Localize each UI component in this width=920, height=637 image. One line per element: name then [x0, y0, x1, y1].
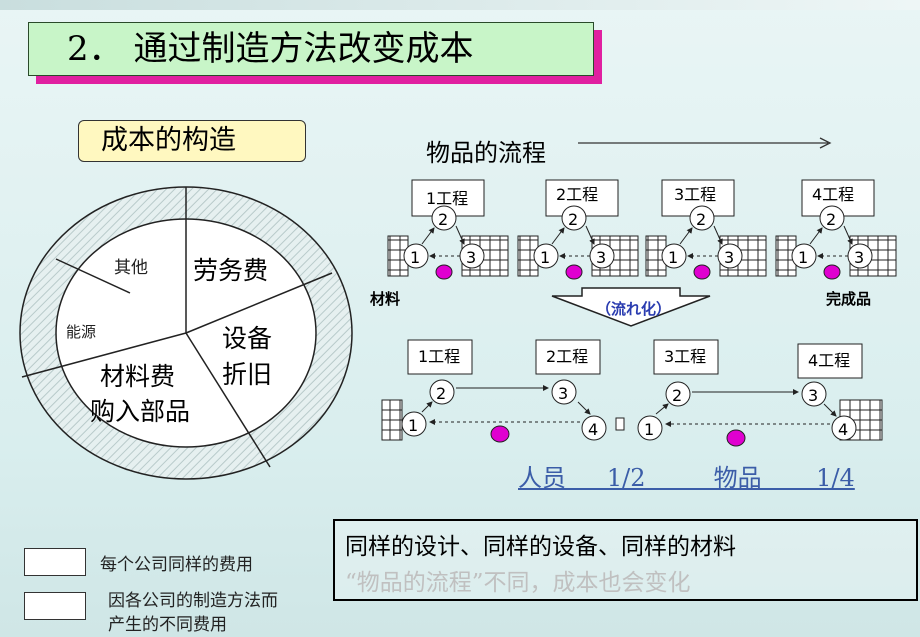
cell-group-1: 1工程 2 1 3 — [387, 179, 509, 280]
cell-group-3: 3工程 2 1 3 — [645, 179, 767, 280]
ratio-text: 人员 1/2 物品 1/4 — [518, 464, 855, 492]
flow-process-label-2: 2工程 — [546, 347, 588, 366]
top-bar — [0, 0, 920, 10]
segment-other: 其他 — [114, 258, 148, 278]
segment-equipment-line2: 折旧 — [222, 360, 272, 389]
transition-label: （流れ化） — [596, 300, 671, 318]
svg-text:3: 3 — [808, 386, 818, 405]
legend-swatch-same — [24, 548, 86, 576]
flow-label: 物品的流程 — [426, 139, 546, 167]
svg-text:1: 1 — [644, 420, 654, 439]
flow-worker-1 — [490, 425, 510, 443]
divider-right — [185, 272, 333, 334]
flow-process-label-1: 1工程 — [418, 347, 460, 366]
process-flow-diagram: 1工程 2 1 3 2工程 2 1 3 3工程 2 — [370, 179, 897, 447]
finished-label: 完成品 — [826, 290, 871, 308]
divider-upper-left — [55, 258, 131, 294]
legend-swatch-different — [24, 592, 86, 620]
svg-text:1: 1 — [540, 248, 550, 267]
svg-text:3: 3 — [596, 248, 606, 267]
continuous-flow: 1工程 2工程 3工程 4工程 2 3 2 3 1 4 1 4 — [381, 339, 883, 447]
svg-text:1: 1 — [410, 248, 420, 267]
note-line-2: “物品的流程”不同，成本也会变化 — [345, 570, 691, 596]
legend-text-different-line2: 产生的不同费用 — [108, 615, 227, 635]
segment-labor: 劳务费 — [193, 256, 268, 285]
flow-worker-2 — [726, 429, 746, 447]
process-label-1: 1工程 — [426, 189, 468, 208]
process-label-2: 2工程 — [556, 185, 598, 204]
segment-equipment-line1: 设备 — [222, 324, 272, 353]
cost-structure-label: 成本的构造 — [78, 120, 306, 162]
svg-text:1: 1 — [798, 248, 808, 267]
svg-text:2: 2 — [672, 386, 682, 405]
page-title: 2． 通过制造方法改变成本 — [28, 22, 594, 76]
svg-text:3: 3 — [466, 248, 476, 267]
cell-group-4: 4工程 2 1 3 — [775, 179, 897, 280]
flow-arrow — [578, 137, 832, 149]
note-line-1: 同样的设计、同样的设备、同样的材料 — [345, 534, 736, 560]
process-label-3: 3工程 — [674, 185, 716, 204]
legend-text-same: 每个公司同样的费用 — [100, 555, 253, 575]
process-label-4: 4工程 — [812, 185, 854, 204]
svg-text:2: 2 — [438, 210, 448, 229]
svg-text:1: 1 — [408, 416, 418, 435]
segment-material-line2: 购入部品 — [90, 397, 190, 426]
segment-energy: 能源 — [66, 323, 96, 341]
svg-text:4: 4 — [588, 420, 598, 439]
material-label: 材料 — [370, 290, 400, 308]
worker-4 — [823, 264, 841, 280]
svg-text:3: 3 — [724, 248, 734, 267]
svg-text:2: 2 — [826, 210, 836, 229]
worker-3 — [693, 264, 711, 280]
svg-text:3: 3 — [854, 248, 864, 267]
cost-structure-diagram: 其他 劳务费 设备 折旧 能源 材料费 购入部品 — [19, 186, 353, 480]
svg-text:3: 3 — [558, 384, 568, 403]
transition-arrow — [551, 287, 711, 327]
divider-left — [21, 332, 187, 378]
cell-group-2: 2工程 2 1 3 — [517, 179, 639, 280]
worker-1 — [435, 264, 453, 280]
svg-text:2: 2 — [436, 384, 446, 403]
flow-process-label-4: 4工程 — [808, 351, 850, 370]
flow-process-label-3: 3工程 — [664, 347, 706, 366]
svg-text:1: 1 — [668, 248, 678, 267]
svg-text:4: 4 — [838, 420, 848, 439]
worker-2 — [565, 264, 583, 280]
svg-text:2: 2 — [696, 210, 706, 229]
legend-text-different-line1: 因各公司的制造方法而 — [108, 591, 278, 611]
svg-text:2: 2 — [568, 210, 578, 229]
divider-bottom-right — [185, 332, 271, 468]
note-box: 同样的设计、同样的设备、同样的材料 “物品的流程”不同，成本也会变化 — [333, 519, 918, 601]
segment-material-line1: 材料费 — [100, 362, 175, 391]
